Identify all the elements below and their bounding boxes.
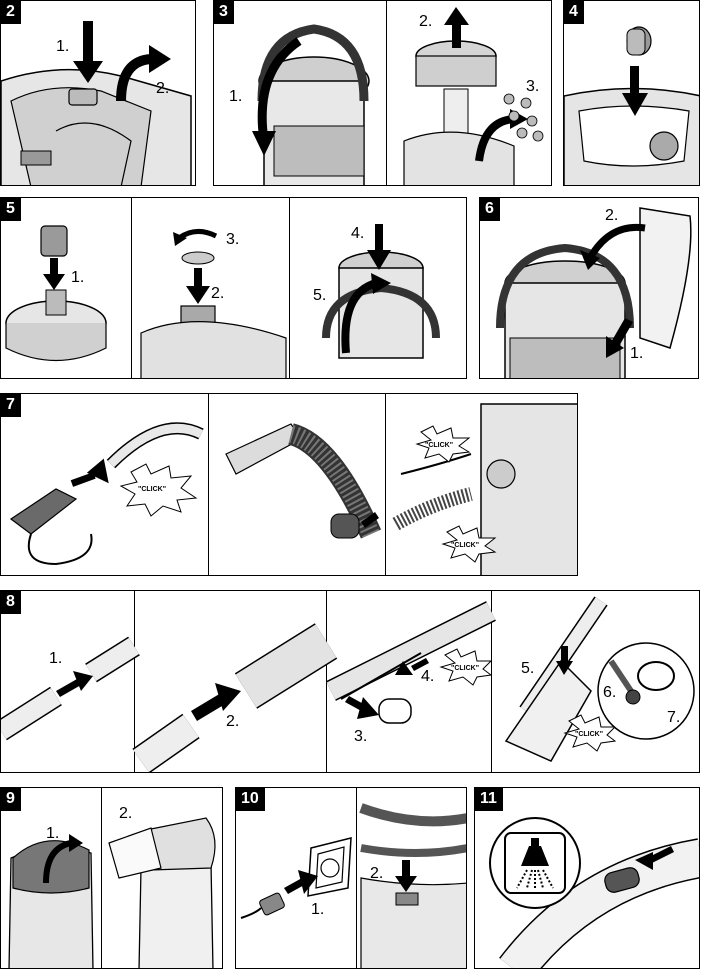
step-6-panel: 6 2. 1. [479, 197, 699, 379]
step-5-panel: 5 1. 3. 2. [0, 197, 467, 379]
step-5-label-1: 1. [71, 269, 84, 286]
step-3-label-3: 3. [526, 78, 539, 95]
step-2-label-2: 2. [156, 80, 169, 97]
step-9-panel: 9 1. 2. [0, 787, 223, 969]
step-10-illustration: 1. 2. [236, 788, 467, 969]
step-6-number: 6 [480, 198, 500, 221]
step-7-number: 7 [1, 394, 21, 417]
step-9-label-1: 1. [46, 825, 59, 842]
step-5-number: 5 [1, 198, 21, 221]
step-3-panel: 3 1. 2. 3. [213, 0, 552, 186]
arrow-icon [345, 696, 379, 719]
step-11-number: 11 [475, 788, 503, 811]
step-4-number: 4 [564, 1, 584, 24]
arrow-icon [186, 268, 210, 304]
step-8-number: 8 [1, 591, 21, 614]
step-6-label-1: 1. [630, 345, 643, 362]
step-8-panel: 8 1. 2. [0, 590, 700, 773]
step-5-label-3: 3. [226, 231, 239, 248]
step-10-label-1: 1. [311, 901, 324, 918]
click-burst-icon: "CLICK" [441, 649, 491, 685]
step-8-label-6: 6. [603, 684, 616, 701]
socket-icon [308, 838, 351, 896]
step-10-number: 10 [236, 788, 265, 811]
step-5-label-5: 5. [313, 287, 326, 304]
step-2-label-1: 1. [56, 38, 69, 55]
step-5-illustration: 1. 3. 2. 4. 5. [1, 198, 467, 379]
step-3-illustration: 1. 2. 3. [214, 1, 552, 186]
spray-nozzle-icon [490, 818, 580, 908]
step-8-label-2: 2. [226, 713, 239, 730]
click-burst-icon: "CLICK" [121, 464, 196, 516]
step-8-label-5: 5. [521, 660, 534, 677]
step-7-click-2: "CLICK" [425, 442, 453, 449]
step-3-number: 3 [214, 1, 234, 24]
step-11-panel: 11 [474, 787, 700, 969]
step-7-illustration: "CLICK" "CLICK" "CLICK" [1, 394, 578, 576]
step-8-label-3: 3. [354, 728, 367, 745]
step-8-click-2: "CLICK" [575, 731, 603, 738]
step-9-illustration: 1. 2. [1, 788, 223, 969]
curved-arrow-icon [173, 231, 216, 246]
step-9-label-2: 2. [119, 805, 132, 822]
step-3-label-1: 1. [229, 88, 242, 105]
step-9-number: 9 [1, 788, 21, 811]
step-8-label-7: 7. [667, 709, 680, 726]
step-2-illustration: 1. 2. [1, 1, 196, 186]
step-8-label-4: 4. [421, 668, 434, 685]
step-2-panel: 2 1. 2. [0, 0, 196, 186]
step-4-panel: 4 [563, 0, 700, 186]
step-7-panel: 7 "CLICK" "CLICK" [0, 393, 578, 576]
step-8-click-1: "CLICK" [451, 665, 479, 672]
step-10-label-2: 2. [370, 865, 383, 882]
step-3-label-2: 2. [419, 13, 432, 30]
step-2-number: 2 [1, 1, 21, 24]
step-10-panel: 10 1. 2. [235, 787, 467, 969]
step-11-illustration [475, 788, 700, 969]
step-7-click-1: "CLICK" [138, 486, 166, 493]
step-6-illustration: 2. 1. [480, 198, 699, 379]
step-8-label-1: 1. [49, 650, 62, 667]
step-4-illustration [564, 1, 700, 186]
arrow-icon [56, 671, 93, 697]
step-5-label-2: 2. [211, 285, 224, 302]
step-5-label-4: 4. [351, 225, 364, 242]
step-7-click-3: "CLICK" [451, 542, 479, 549]
arrow-icon [43, 258, 65, 290]
plug-icon [241, 892, 285, 918]
step-6-label-2: 2. [605, 207, 618, 224]
step-8-illustration: 1. 2. "CLICK" 3. 4. [1, 591, 700, 773]
